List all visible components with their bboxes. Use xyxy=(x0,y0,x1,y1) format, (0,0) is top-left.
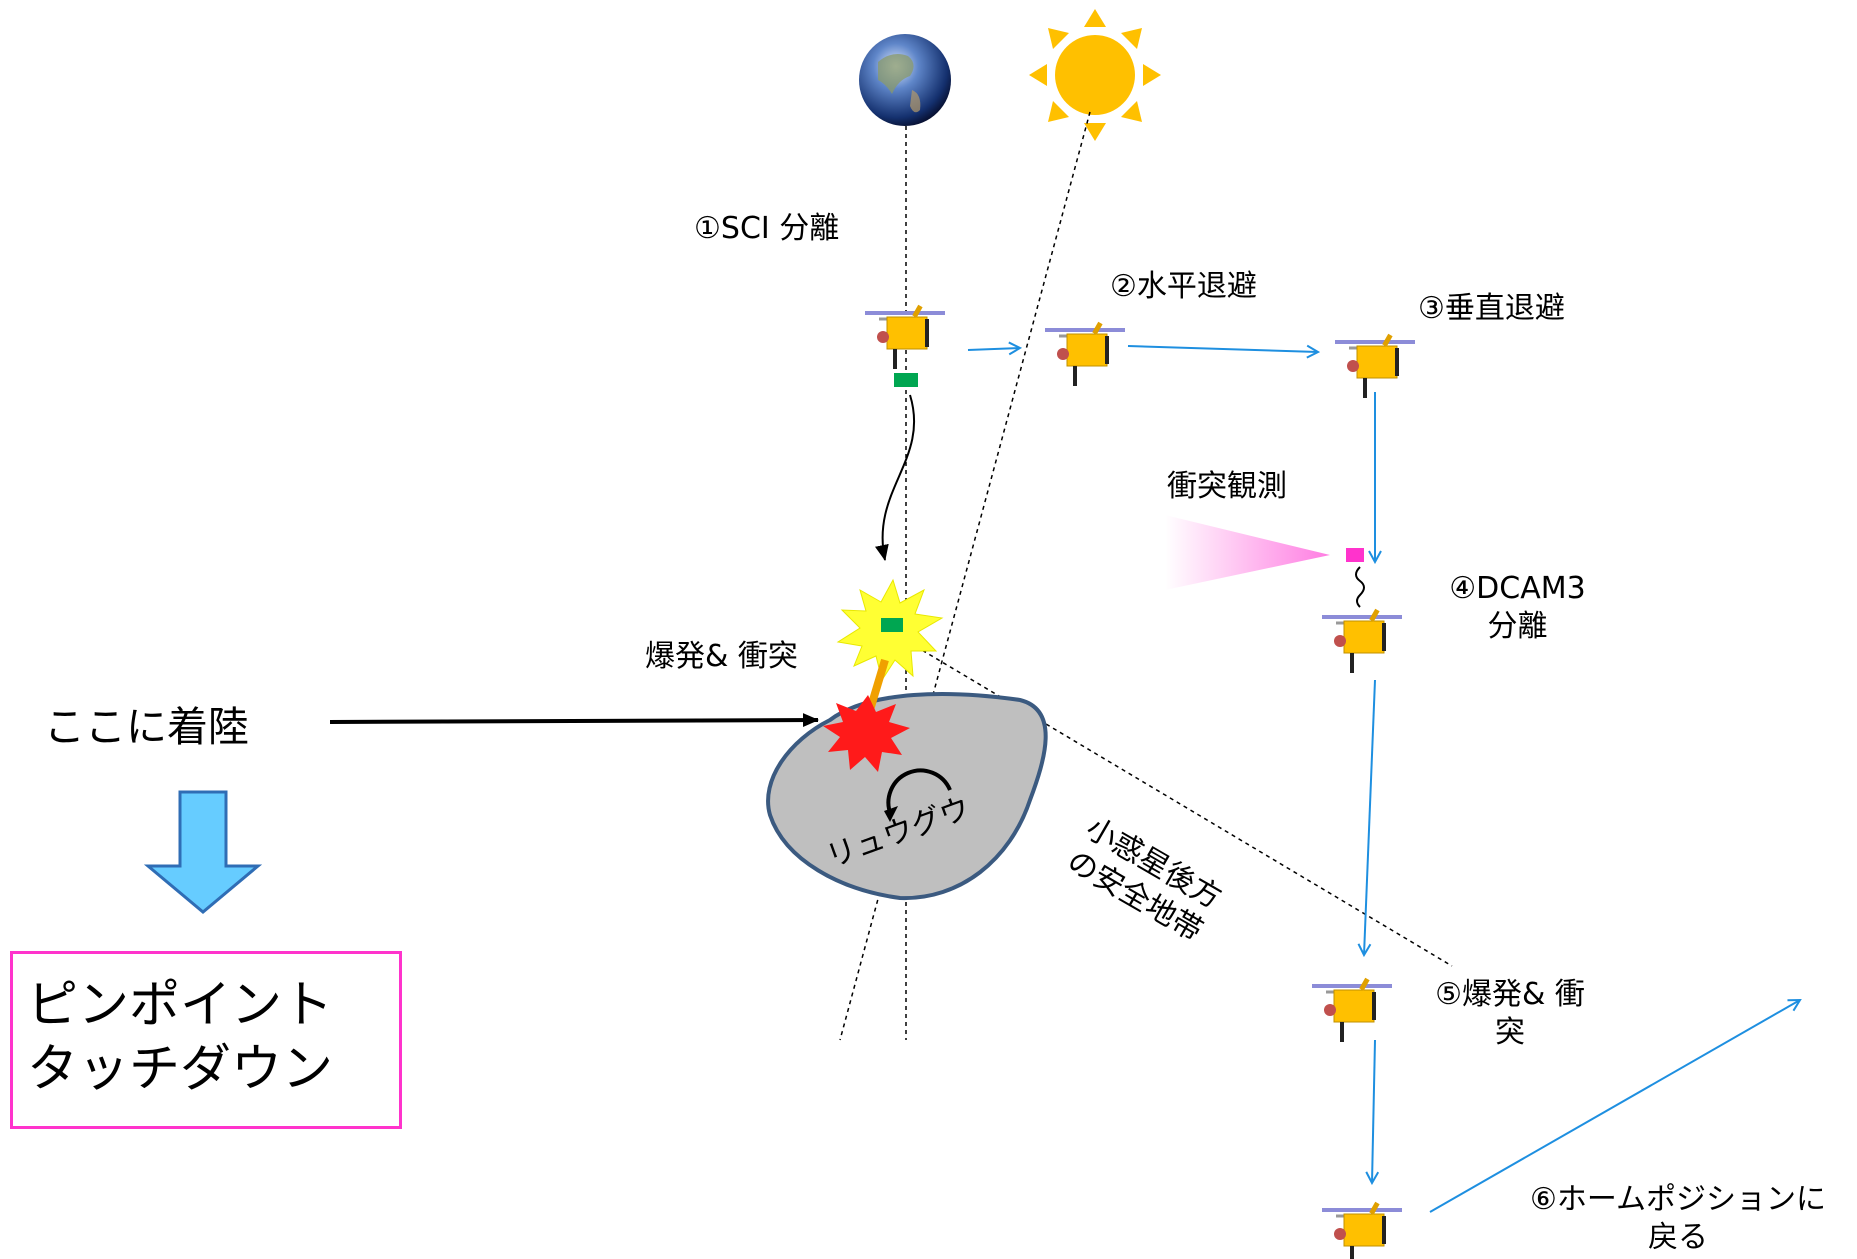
spacecraft-step2-icon xyxy=(1043,319,1127,388)
step5-label: ⑤爆発& 衝 突 xyxy=(1410,976,1610,1052)
step5-label-line2: 突 xyxy=(1495,1015,1525,1050)
observation-cone xyxy=(1165,515,1330,590)
dcam3-camera xyxy=(1346,548,1364,562)
rotation-arrow-icon xyxy=(886,768,952,816)
step6-label-line1: ⑥ホームポジションに xyxy=(1530,1182,1826,1217)
land-here-label: ここに着陸 xyxy=(44,703,249,751)
spacecraft-step3-icon xyxy=(1333,331,1417,400)
step4-label-line1: ④DCAM3 xyxy=(1449,571,1586,606)
step5-label-line1: ⑤爆発& 衝 xyxy=(1435,977,1585,1012)
step6-label: ⑥ホームポジションに 戻る xyxy=(1508,1181,1848,1257)
impact-trail xyxy=(866,658,889,712)
path-arrow-6-home xyxy=(1429,1000,1800,1213)
path-arrow-1-2 xyxy=(967,348,1020,350)
step2-label: ②水平退避 xyxy=(1110,269,1257,304)
path-arrow-5-6 xyxy=(1372,1039,1375,1183)
asteroid-ryugu xyxy=(766,692,1048,901)
sun-direction-line xyxy=(839,111,1091,1041)
explosion-red-icon xyxy=(823,695,910,772)
earth-icon xyxy=(859,34,951,126)
spacecraft-step5-icon xyxy=(1310,975,1394,1044)
impact-observation-label: 衝突観測 xyxy=(1167,469,1287,504)
path-arrow-2-3 xyxy=(1127,346,1318,352)
step4-label: ④DCAM3 分離 xyxy=(1430,570,1605,646)
step3-label: ③垂直退避 xyxy=(1418,291,1565,326)
step1-label: ①SCI 分離 xyxy=(694,211,840,246)
impactor-trajectory-arrow xyxy=(875,394,916,561)
land-here-arrow xyxy=(329,713,819,728)
spacecraft-step4-icon xyxy=(1320,606,1404,675)
impactor-at-impact xyxy=(881,618,903,632)
down-arrow-icon xyxy=(143,790,263,914)
pinpoint-touchdown-box: ピンポイント タッチダウン xyxy=(10,951,402,1129)
explosion-impact-label: 爆発& 衝突 xyxy=(645,639,798,674)
impactor-sci xyxy=(894,373,918,387)
spacecraft-step6-icon xyxy=(1320,1199,1404,1259)
touchdown-line1: ピンポイント xyxy=(27,976,334,1035)
sun-icon xyxy=(1029,9,1161,141)
dcam3-release-trail xyxy=(1355,566,1365,608)
spacecraft-step1-icon xyxy=(863,302,947,371)
rotation-arrowhead xyxy=(884,806,898,822)
touchdown-line2: タッチダウン xyxy=(27,1040,334,1099)
step6-label-line2: 戻る xyxy=(1648,1220,1708,1255)
step4-label-line2: 分離 xyxy=(1487,609,1548,644)
path-arrow-4-5 xyxy=(1364,679,1376,955)
